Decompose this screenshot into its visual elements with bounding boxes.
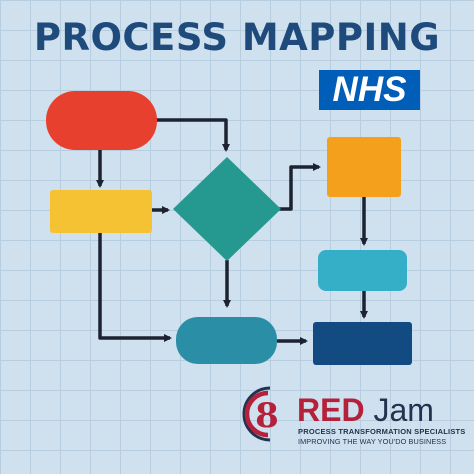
cyan-process-node (318, 250, 407, 291)
teal-process-node (176, 317, 277, 364)
decision-node (173, 157, 281, 261)
nhs-badge: NHS (319, 70, 420, 110)
step-node (50, 190, 152, 233)
orange-process-node (327, 137, 401, 197)
logo-tagline-secondary: IMPROVING THE WAY YOU'DO BUSINESS (298, 437, 447, 446)
redjam-logo-mark: 8 (242, 386, 279, 442)
arrow-start-to-decision (156, 118, 230, 152)
logo-name: RED Jam (297, 392, 434, 428)
logo-name-red: RED (297, 392, 365, 428)
page-title: PROCESS MAPPING (33, 16, 441, 59)
arrow-decision-to-orange (279, 163, 321, 211)
arrow-step-to-teal (98, 232, 172, 342)
logo-name-jam: Jam (373, 392, 434, 428)
logo-tagline-primary: PROCESS TRANSFORMATION SPECIALISTS (298, 427, 466, 436)
start-node (46, 91, 157, 150)
logo-mark-digit: 8 (255, 396, 279, 436)
end-node (313, 322, 412, 365)
